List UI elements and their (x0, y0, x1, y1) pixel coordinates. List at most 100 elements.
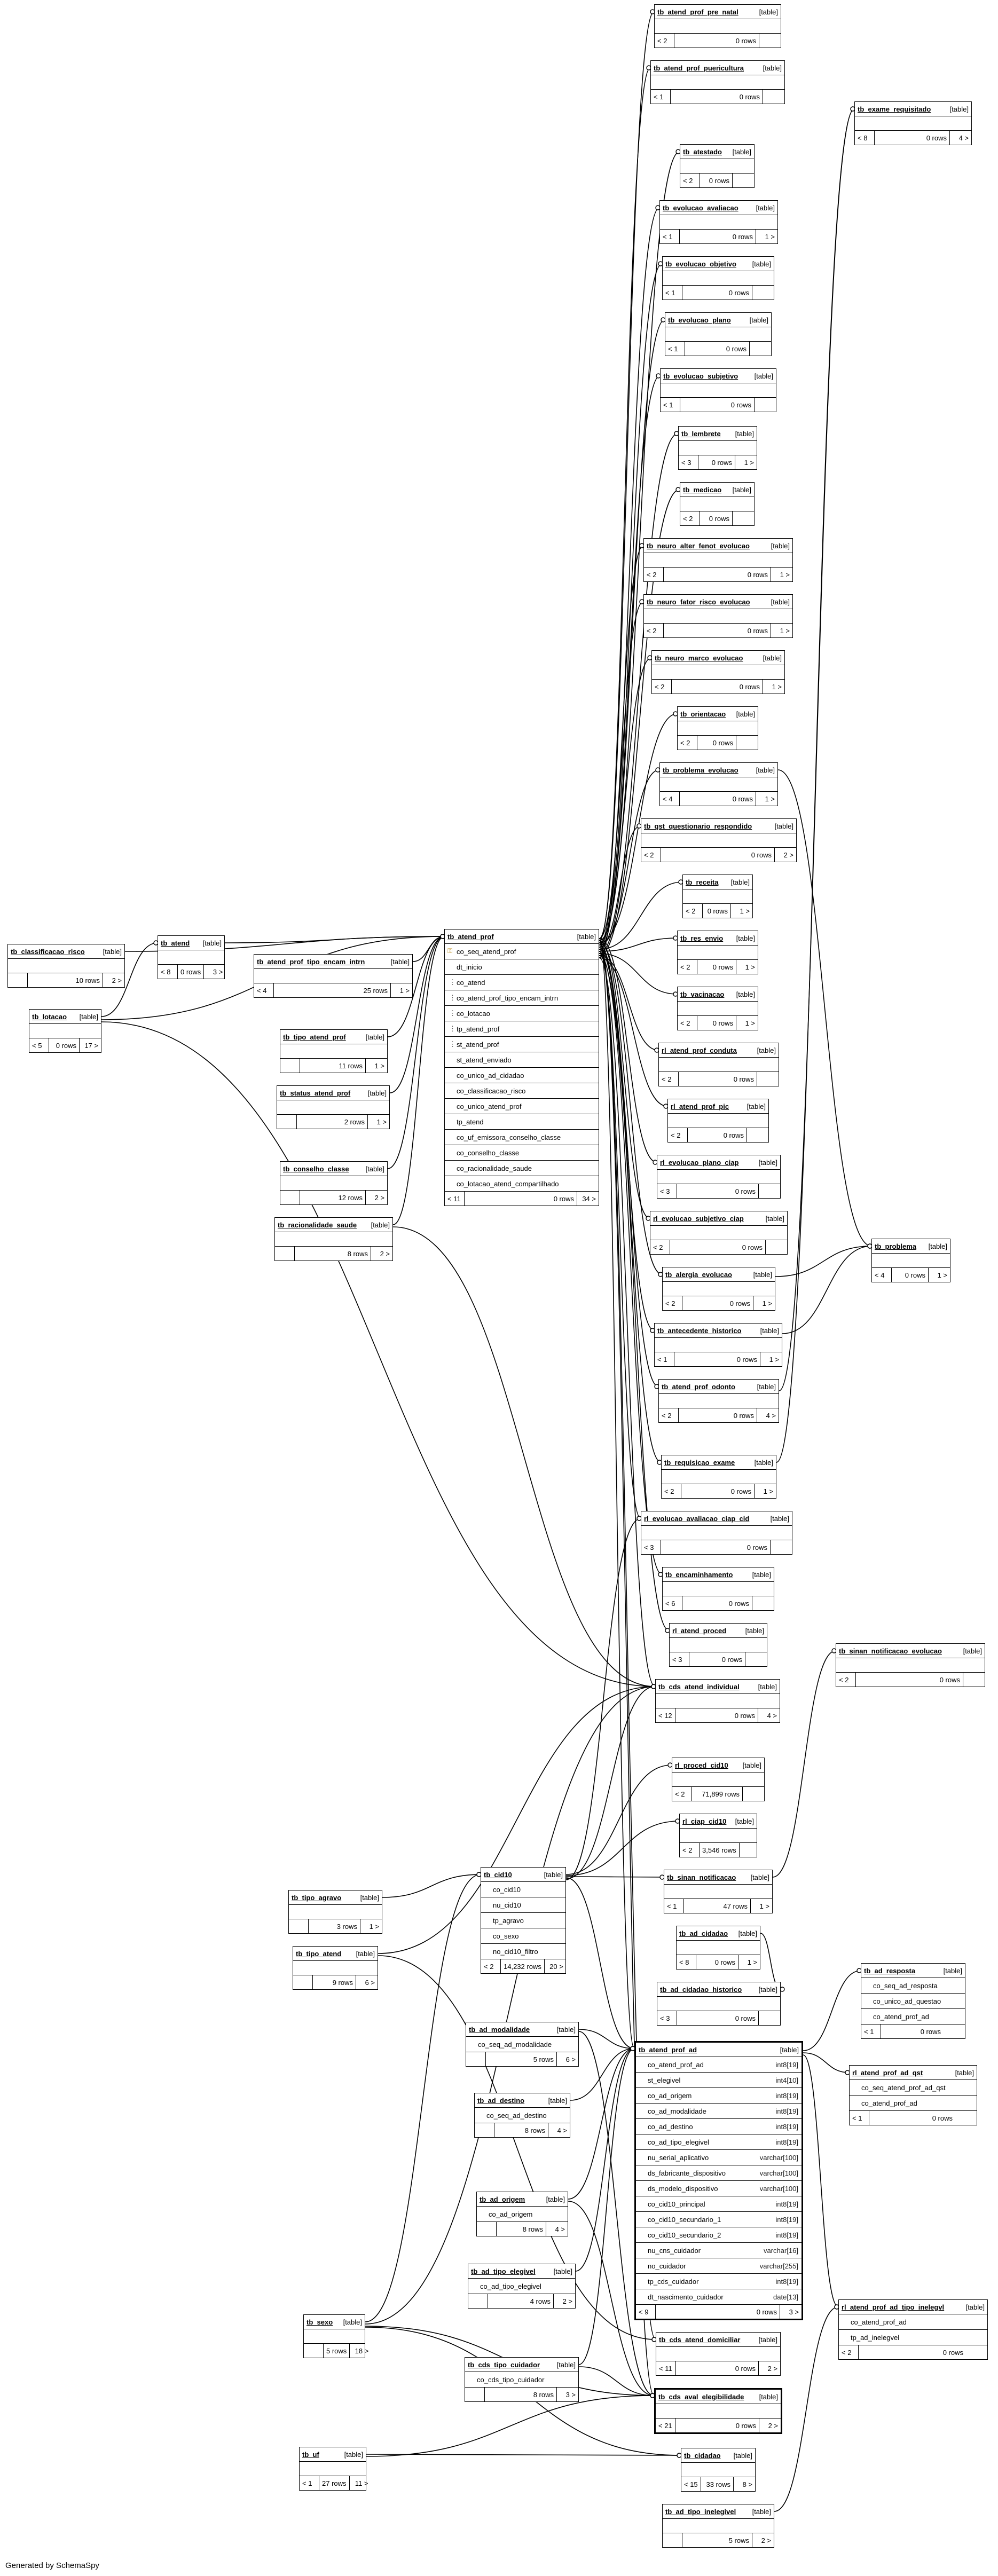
table-name[interactable]: tb_receita (686, 878, 719, 886)
children-link[interactable] (750, 342, 771, 356)
parents-link[interactable]: < 2 (668, 1128, 688, 1142)
children-link[interactable] (771, 1540, 792, 1554)
table-rl-atend-prof-ad-qst[interactable]: rl_atend_prof_ad_qst[table]co_seq_atend_… (849, 2065, 977, 2125)
parents-link[interactable]: < 3 (657, 1184, 677, 1198)
children-link[interactable]: 2 > (112, 976, 122, 984)
children-link[interactable] (747, 1128, 768, 1142)
children-link[interactable]: 3 > (213, 967, 223, 976)
table-name[interactable]: tb_sinan_notificacao (667, 1873, 736, 1881)
table-column[interactable]: tp_atend (445, 1114, 599, 1130)
table-column[interactable]: co_seq_atend_prof_ad_qst (850, 2080, 977, 2096)
table-name[interactable]: tb_tipo_atend_prof (283, 1033, 346, 1041)
children-link[interactable] (733, 511, 754, 525)
parents-link[interactable]: < 2 (678, 960, 697, 974)
children-link[interactable]: 4 > (958, 133, 969, 142)
children-link[interactable]: 1 > (745, 1019, 755, 1027)
parents-link[interactable]: < 9 (636, 2305, 656, 2319)
table-name[interactable]: tb_antecedente_historico (657, 1326, 742, 1335)
parents-link[interactable]: < 2 (644, 568, 664, 581)
children-link[interactable]: 1 > (399, 986, 410, 995)
children-link[interactable] (740, 1843, 761, 1857)
children-link[interactable]: 6 > (565, 2055, 576, 2063)
parents-link[interactable] (466, 2052, 486, 2066)
table-name[interactable]: tb_lotacao (32, 1012, 67, 1021)
table-name[interactable]: tb_encaminhamento (665, 1570, 733, 1579)
table-name[interactable]: tb_ad_resposta (864, 1966, 916, 1975)
children-link[interactable] (745, 1652, 767, 1666)
table-name[interactable]: tb_cds_atend_individual (658, 1682, 740, 1691)
table-name[interactable]: tb_atend_prof_puericultura (654, 64, 744, 72)
parents-link[interactable]: < 2 (659, 1408, 679, 1422)
parents-link[interactable]: < 1 (660, 230, 680, 243)
parents-link[interactable] (477, 2222, 497, 2236)
table-name[interactable]: tb_conselho_classe (283, 1164, 349, 1173)
table-column[interactable]: co_conselho_classe (445, 1145, 599, 1161)
parents-link[interactable]: < 2 (680, 1843, 700, 1857)
table-column[interactable]: st_atend_enviado (445, 1052, 599, 1068)
children-link[interactable]: 1 > (744, 458, 754, 467)
parents-link[interactable]: < 2 (678, 736, 697, 750)
children-link[interactable]: 2 > (380, 1249, 390, 1258)
parents-link[interactable] (8, 973, 28, 987)
table-column[interactable]: co_lotacao_atend_compartilhado (445, 1176, 599, 1192)
parents-link[interactable]: < 15 (681, 2477, 701, 2491)
children-link[interactable]: 1 > (376, 1117, 387, 1126)
table-name[interactable]: tb_sexo (307, 2318, 333, 2326)
children-link[interactable]: 2 > (768, 2421, 778, 2430)
table-column[interactable]: co_lotacao (445, 1006, 599, 1021)
children-link[interactable]: 1 > (762, 1299, 772, 1307)
table-tb-ad-modalidade[interactable]: tb_ad_modalidade[table]co_seq_ad_modalid… (466, 2022, 579, 2067)
table-name[interactable]: tb_cds_aval_elegibilidade (658, 2392, 744, 2401)
children-link[interactable]: 1 > (759, 1902, 769, 1910)
table-column[interactable]: no_cid10_filtro (481, 1944, 565, 1959)
children-link[interactable]: 1 > (740, 907, 750, 915)
table-name[interactable]: tb_atestado (683, 147, 722, 156)
table-tb-qst-questionario-respondido[interactable]: tb_qst_questionario_respondido[table]< 2… (641, 818, 797, 862)
children-link[interactable] (766, 1240, 787, 1254)
table-column[interactable]: co_ad_origem (477, 2207, 568, 2222)
parents-link[interactable]: < 2 (659, 1072, 679, 1086)
children-link[interactable]: 1 > (937, 1271, 947, 1279)
table-name[interactable]: tb_sinan_notificacao_evolucao (839, 1647, 942, 1655)
children-link[interactable]: 1 > (745, 963, 755, 971)
table-column[interactable]: tp_agravo (481, 1913, 565, 1928)
table-tb-ad-tipo-elegivel[interactable]: tb_ad_tipo_elegivel[table]co_ad_tipo_ele… (468, 2264, 576, 2309)
parents-link[interactable]: < 4 (660, 792, 680, 806)
children-link[interactable]: 1 > (765, 794, 775, 803)
parents-link[interactable]: < 12 (656, 1708, 675, 1722)
children-link[interactable]: 1 > (763, 1487, 773, 1495)
children-link[interactable]: 2 > (761, 2536, 771, 2545)
table-column[interactable]: co_racionalidade_saude (445, 1161, 599, 1176)
parents-link[interactable]: < 1 (861, 2024, 881, 2038)
parents-link[interactable]: < 2 (650, 1240, 670, 1254)
children-link[interactable]: 1 > (374, 1061, 384, 1070)
children-link[interactable] (759, 1184, 780, 1198)
children-link[interactable]: 6 > (365, 1978, 375, 1987)
children-link[interactable]: 4 > (557, 2126, 567, 2134)
parents-link[interactable]: < 8 (855, 131, 875, 145)
children-link[interactable]: 2 > (374, 1193, 384, 1202)
table-name[interactable]: tb_atend_prof_odonto (662, 1382, 735, 1391)
parents-link[interactable]: < 6 (663, 1596, 682, 1610)
table-column[interactable]: co_atend_prof_ad (850, 2096, 977, 2111)
children-link[interactable] (755, 398, 776, 412)
